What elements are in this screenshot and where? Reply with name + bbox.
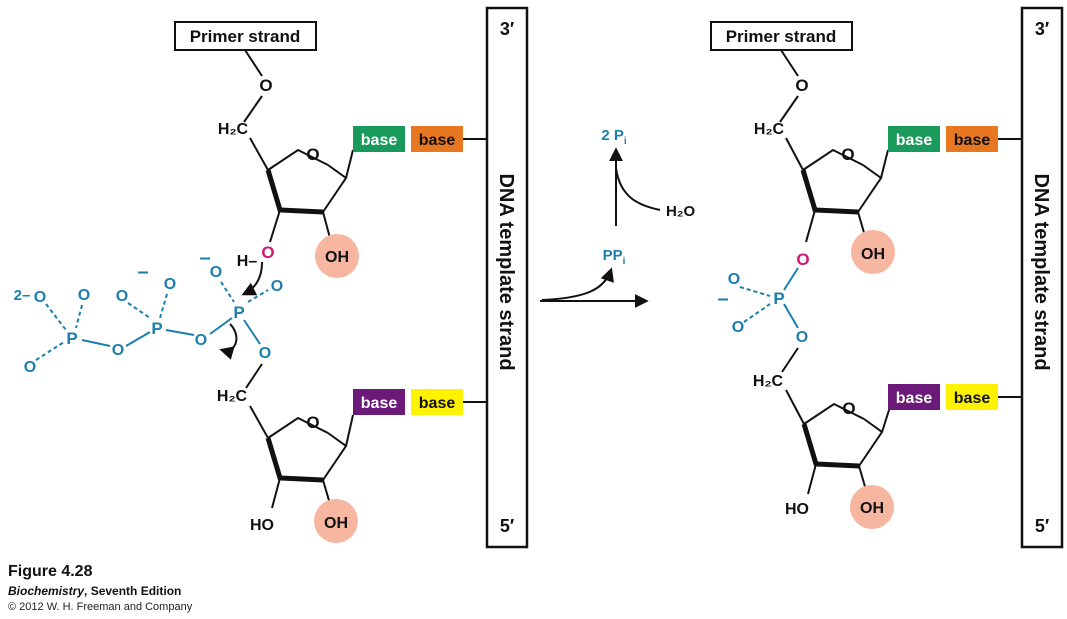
svg-text:O: O xyxy=(116,288,128,305)
svg-text:OH: OH xyxy=(861,246,885,263)
svg-text:O: O xyxy=(24,359,36,376)
phosphodiester-bond: P O O – O xyxy=(717,267,808,346)
svg-text:O: O xyxy=(34,289,46,306)
oh-highlight xyxy=(315,234,359,278)
template-strand-box-left: 3′ 5′ DNA template strand xyxy=(485,6,529,549)
svg-text:base: base xyxy=(419,395,456,412)
oh-label: OH xyxy=(325,249,349,266)
svg-text:O: O xyxy=(259,345,271,362)
svg-text:O: O xyxy=(271,278,283,295)
svg-text:HO: HO xyxy=(250,517,274,534)
svg-text:3′: 3′ xyxy=(1035,19,1049,39)
prime-3-label: 3′ xyxy=(500,19,514,39)
svg-text:O: O xyxy=(796,329,808,346)
attacking-oxygen: O xyxy=(261,243,274,262)
h-label: H– xyxy=(237,253,258,270)
o-label: O xyxy=(259,76,272,95)
svg-text:OH: OH xyxy=(860,500,884,517)
h2c-label: H₂C xyxy=(218,121,249,138)
phosphorus-beta: P xyxy=(151,319,162,338)
svg-text:base: base xyxy=(896,390,933,407)
primer-strand-label: Primer strand xyxy=(190,27,301,46)
base-pair-bottom-left: base base xyxy=(353,389,487,415)
svg-text:O: O xyxy=(210,264,222,281)
bridging-oxygen: O xyxy=(796,250,809,269)
svg-text:O: O xyxy=(841,145,854,164)
phosphorus-alpha: P xyxy=(233,303,244,322)
svg-text:2–: 2– xyxy=(14,287,31,304)
right-panel: Primer strand 3′ 5′ DNA template strand … xyxy=(710,6,1064,549)
svg-text:H₂C: H₂C xyxy=(754,121,785,138)
svg-text:HO: HO xyxy=(785,501,809,518)
template-strand-label: DNA template strand xyxy=(495,173,517,370)
svg-text:O: O xyxy=(78,287,90,304)
primer-strand-box-left: Primer strand xyxy=(174,21,317,51)
svg-text:O: O xyxy=(164,276,176,293)
phosphorus-bridge: P xyxy=(773,289,784,308)
svg-text:H₂C: H₂C xyxy=(753,373,784,390)
svg-text:Primer strand: Primer strand xyxy=(726,27,837,46)
svg-text:base: base xyxy=(954,132,991,149)
svg-text:O: O xyxy=(842,399,855,418)
svg-text:O: O xyxy=(795,76,808,95)
svg-text:O: O xyxy=(112,342,124,359)
svg-text:O: O xyxy=(728,271,740,288)
book-citation: Biochemistry, Seventh Edition xyxy=(8,584,182,598)
svg-text:–: – xyxy=(199,247,210,269)
pyrophosphate-label: PPi xyxy=(603,247,626,267)
svg-text:base: base xyxy=(361,132,398,149)
top-sugar-right: O OH O xyxy=(796,145,895,274)
orthophosphate-label: 2 Pi xyxy=(601,127,627,147)
svg-text:O: O xyxy=(732,319,744,336)
water-label: H₂O xyxy=(666,203,695,220)
figure-number: Figure 4.28 xyxy=(8,563,93,580)
svg-text:DNA template strand: DNA template strand xyxy=(1030,173,1052,370)
phosphorus-gamma: P xyxy=(66,329,77,348)
left-panel: Primer strand 3′ 5′ DNA template strand … xyxy=(14,6,529,549)
svg-text:O: O xyxy=(306,145,319,164)
svg-text:–: – xyxy=(137,261,148,283)
svg-text:OH: OH xyxy=(324,515,348,532)
svg-text:base: base xyxy=(361,395,398,412)
triphosphate: 2– O O O P O – O O P O – O O P xyxy=(14,247,284,376)
svg-text:base: base xyxy=(954,390,991,407)
base-pair-top-right: base base xyxy=(888,126,1022,152)
copyright-line: © 2012 W. H. Freeman and Company xyxy=(8,601,193,613)
bottom-sugar-left: O OH HO xyxy=(250,413,358,543)
svg-text:–: – xyxy=(717,288,728,310)
reaction-arrow: PPi H₂O 2 Pi xyxy=(540,127,695,308)
svg-text:H₂C: H₂C xyxy=(217,388,248,405)
top-sugar-left: O OH O H– xyxy=(237,145,359,278)
base-pair-bottom-right: base base xyxy=(888,384,1022,410)
svg-text:base: base xyxy=(896,132,933,149)
svg-text:5′: 5′ xyxy=(1035,516,1049,536)
bottom-sugar-right: O OH HO xyxy=(785,399,894,529)
prime-5-label: 5′ xyxy=(500,516,514,536)
svg-text:base: base xyxy=(419,132,456,149)
primer-strand-box-right: Primer strand xyxy=(710,21,853,51)
svg-text:O: O xyxy=(306,413,319,432)
base-pair-top-left: base base xyxy=(353,126,487,152)
svg-text:O: O xyxy=(195,332,207,349)
template-strand-box-right: 3′ 5′ DNA template strand xyxy=(1020,6,1064,549)
